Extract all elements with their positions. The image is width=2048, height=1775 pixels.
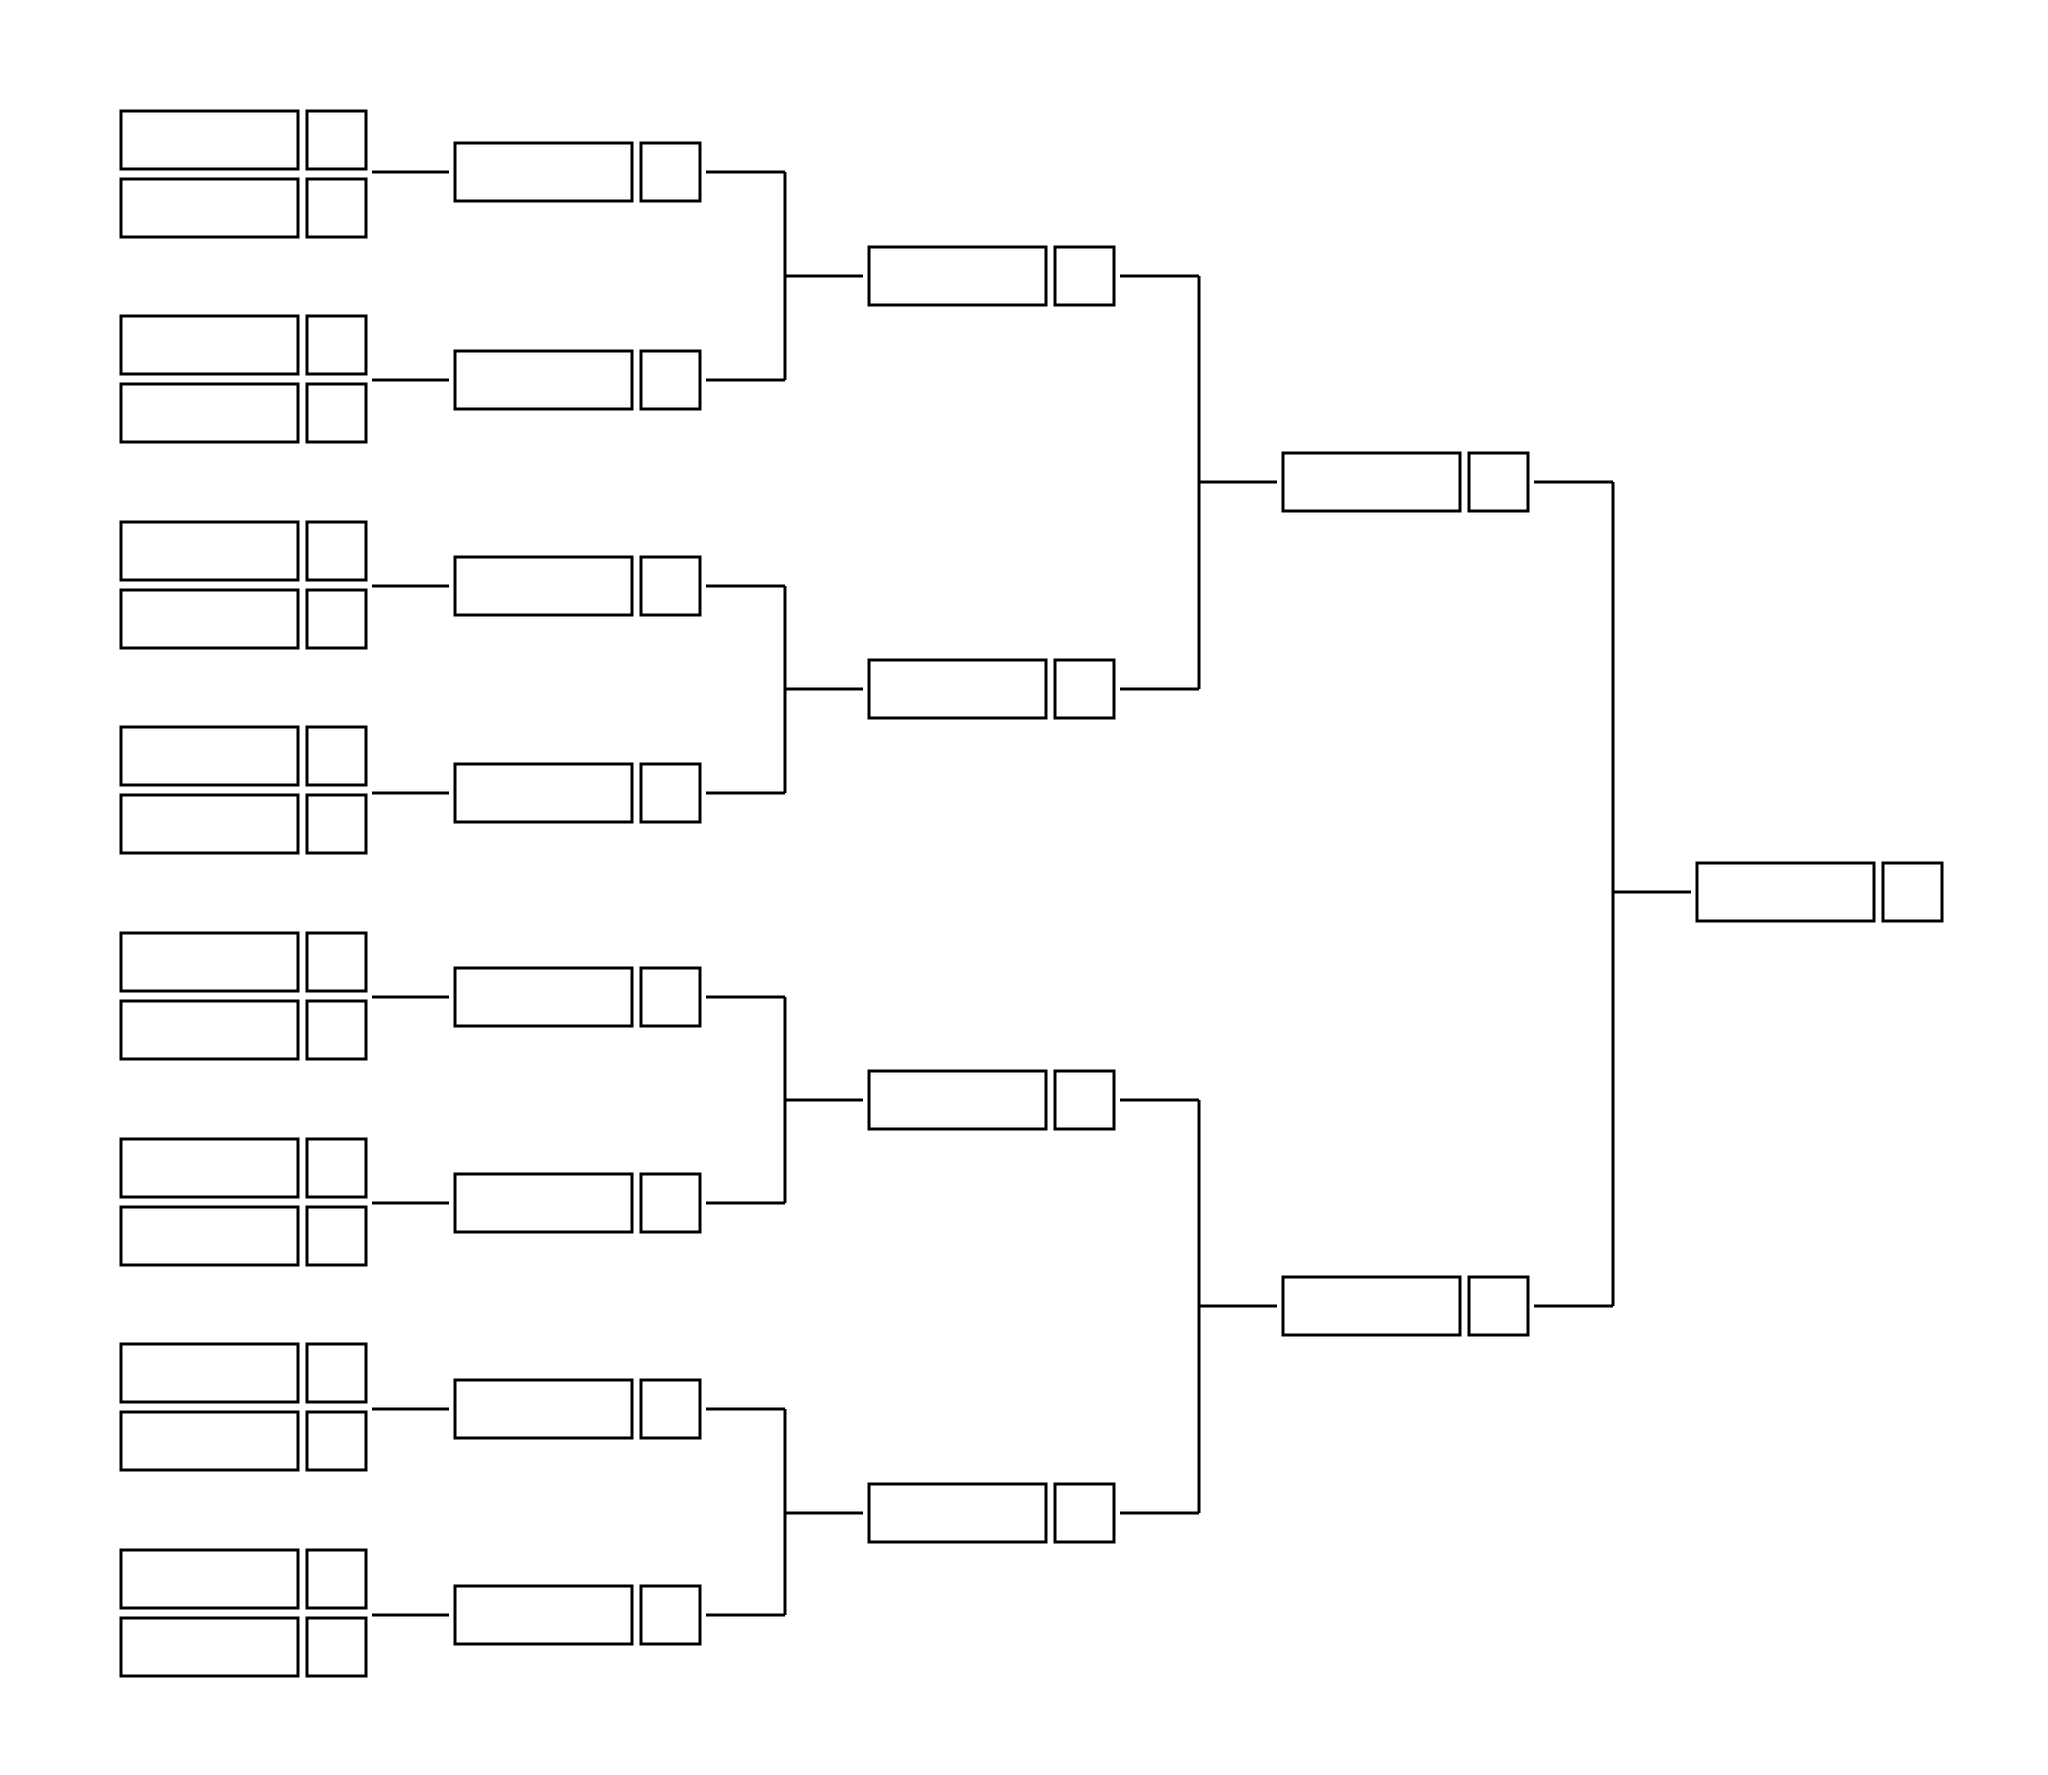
score-box[interactable] xyxy=(305,999,368,1061)
entrant-slot xyxy=(119,931,368,993)
score-box[interactable] xyxy=(1053,245,1116,307)
score-box[interactable] xyxy=(305,1342,368,1404)
name-box[interactable] xyxy=(119,793,300,855)
entrant-slot xyxy=(867,1069,1116,1131)
score-box[interactable] xyxy=(305,1205,368,1267)
score-box[interactable] xyxy=(305,314,368,376)
entrant-slot xyxy=(1695,861,1944,923)
entrant-slot xyxy=(1281,451,1530,513)
name-box[interactable] xyxy=(453,349,634,411)
entrant-slot xyxy=(119,725,368,787)
score-box[interactable] xyxy=(639,349,702,411)
name-box[interactable] xyxy=(453,966,634,1028)
name-box[interactable] xyxy=(119,1137,300,1199)
name-box[interactable] xyxy=(453,141,634,203)
score-box[interactable] xyxy=(305,588,368,650)
entrant-slot xyxy=(119,1342,368,1404)
score-box[interactable] xyxy=(639,1378,702,1440)
score-box[interactable] xyxy=(1053,1482,1116,1544)
score-box[interactable] xyxy=(305,109,368,171)
entrant-slot xyxy=(453,1172,702,1234)
score-box[interactable] xyxy=(639,141,702,203)
entrant-slot xyxy=(1281,1275,1530,1337)
score-box[interactable] xyxy=(639,966,702,1028)
name-box[interactable] xyxy=(119,1548,300,1610)
score-box[interactable] xyxy=(1053,658,1116,720)
entrant-slot xyxy=(119,109,368,171)
score-box[interactable] xyxy=(305,177,368,239)
entrant-slot xyxy=(119,588,368,650)
entrant-slot xyxy=(453,555,702,617)
name-box[interactable] xyxy=(119,588,300,650)
score-box[interactable] xyxy=(1053,1069,1116,1131)
score-box[interactable] xyxy=(305,1137,368,1199)
name-box[interactable] xyxy=(119,1616,300,1678)
name-box[interactable] xyxy=(119,382,300,444)
entrant-slot xyxy=(119,793,368,855)
name-box[interactable] xyxy=(453,555,634,617)
score-box[interactable] xyxy=(305,1616,368,1678)
name-box[interactable] xyxy=(119,520,300,582)
name-box[interactable] xyxy=(119,177,300,239)
name-box[interactable] xyxy=(867,1069,1048,1131)
score-box[interactable] xyxy=(305,725,368,787)
name-box[interactable] xyxy=(1281,1275,1462,1337)
score-box[interactable] xyxy=(305,382,368,444)
score-box[interactable] xyxy=(305,1548,368,1610)
score-box[interactable] xyxy=(1881,861,1944,923)
score-box[interactable] xyxy=(305,793,368,855)
score-box[interactable] xyxy=(639,555,702,617)
entrant-slot xyxy=(119,314,368,376)
name-box[interactable] xyxy=(1281,451,1462,513)
score-box[interactable] xyxy=(639,1584,702,1646)
entrant-slot xyxy=(867,245,1116,307)
entrant-slot xyxy=(867,1482,1116,1544)
entrant-slot xyxy=(119,1205,368,1267)
name-box[interactable] xyxy=(453,1172,634,1234)
name-box[interactable] xyxy=(119,931,300,993)
name-box[interactable] xyxy=(867,245,1048,307)
name-box[interactable] xyxy=(867,1482,1048,1544)
score-box[interactable] xyxy=(1467,1275,1530,1337)
entrant-slot xyxy=(119,1548,368,1610)
entrant-slot xyxy=(453,141,702,203)
entrant-slot xyxy=(119,999,368,1061)
name-box[interactable] xyxy=(1695,861,1876,923)
entrant-slot xyxy=(119,1137,368,1199)
score-box[interactable] xyxy=(1467,451,1530,513)
name-box[interactable] xyxy=(119,1205,300,1267)
score-box[interactable] xyxy=(305,931,368,993)
entrant-slot xyxy=(119,177,368,239)
score-box[interactable] xyxy=(639,762,702,824)
entrant-slot xyxy=(453,966,702,1028)
name-box[interactable] xyxy=(119,109,300,171)
score-box[interactable] xyxy=(305,1410,368,1472)
entrant-slot xyxy=(453,762,702,824)
entrant-slot xyxy=(867,658,1116,720)
name-box[interactable] xyxy=(453,1584,634,1646)
entrant-slot xyxy=(119,1410,368,1472)
score-box[interactable] xyxy=(639,1172,702,1234)
name-box[interactable] xyxy=(453,762,634,824)
name-box[interactable] xyxy=(119,725,300,787)
score-box[interactable] xyxy=(305,520,368,582)
entrant-slot xyxy=(119,1616,368,1678)
name-box[interactable] xyxy=(119,1410,300,1472)
name-box[interactable] xyxy=(453,1378,634,1440)
entrant-slot xyxy=(453,349,702,411)
entrant-slot xyxy=(119,382,368,444)
entrant-slot xyxy=(453,1378,702,1440)
name-box[interactable] xyxy=(119,999,300,1061)
entrant-slot xyxy=(119,520,368,582)
name-box[interactable] xyxy=(119,1342,300,1404)
entrant-slot xyxy=(453,1584,702,1646)
name-box[interactable] xyxy=(119,314,300,376)
name-box[interactable] xyxy=(867,658,1048,720)
